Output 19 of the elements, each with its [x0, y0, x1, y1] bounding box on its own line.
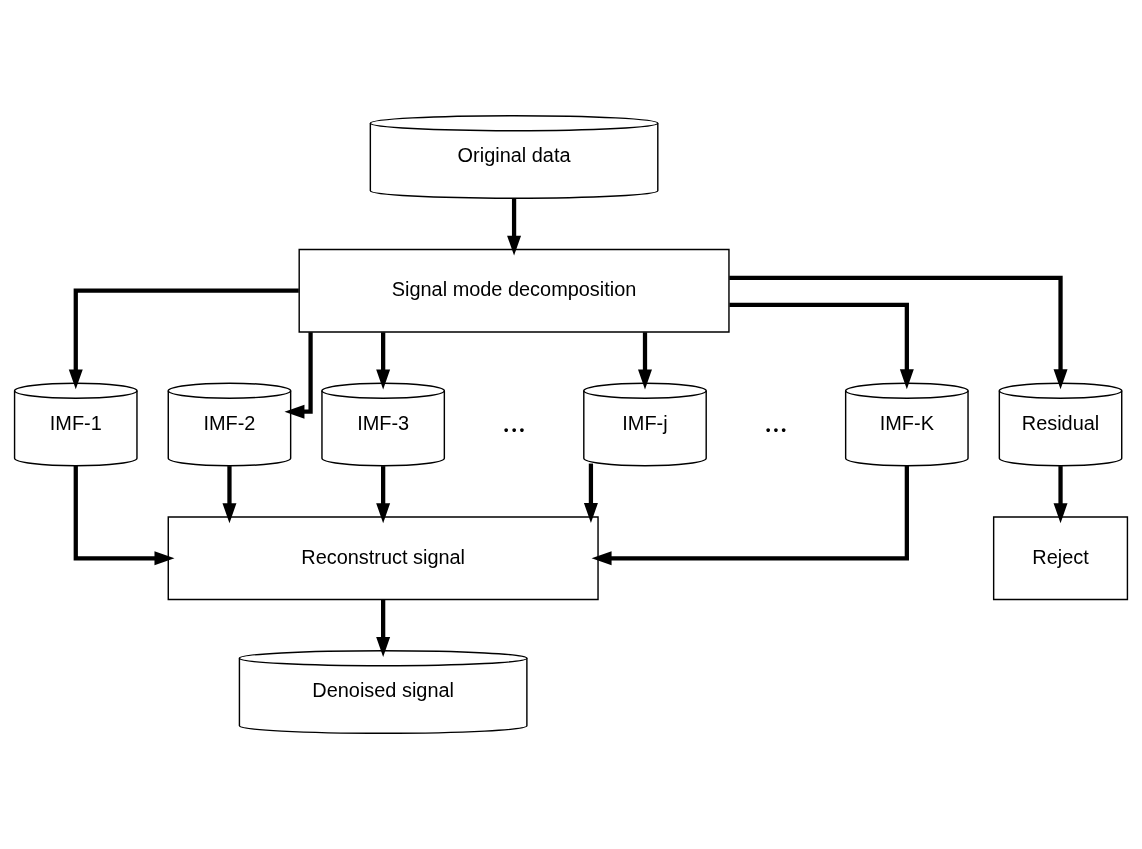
arrow	[284, 332, 313, 419]
node-box: Reject	[992, 516, 1129, 601]
arrow	[729, 302, 914, 390]
arrow	[376, 332, 391, 390]
node-box: Reconstruct signal	[167, 516, 599, 601]
arrow	[73, 466, 175, 566]
arrow	[376, 599, 391, 657]
arrow	[1053, 466, 1068, 524]
arrow	[638, 332, 652, 390]
node-box: Signal mode decomposition	[298, 248, 730, 333]
arrow	[729, 275, 1068, 390]
arrow	[507, 198, 522, 256]
label: ...	[502, 404, 526, 440]
arrow	[591, 466, 909, 566]
arrow	[68, 288, 299, 390]
arrow	[222, 466, 237, 524]
label: ...	[764, 404, 788, 440]
arrow	[376, 466, 391, 524]
arrow	[583, 463, 598, 524]
